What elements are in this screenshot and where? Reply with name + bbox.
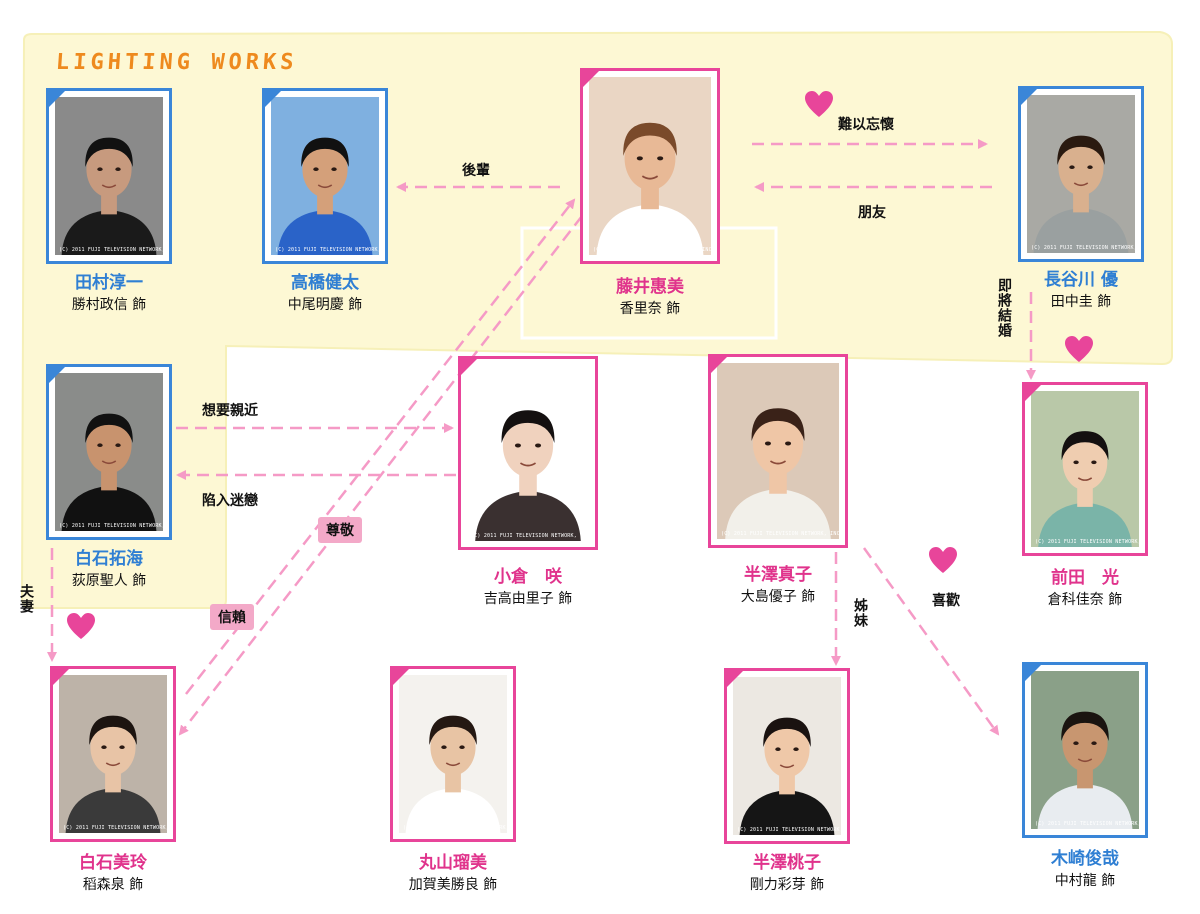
actor-name: 稻森泉 飾 (82, 877, 144, 893)
actor-name: 剛力彩芽 飾 (749, 877, 825, 893)
photo-credit: (C) 2011 FUJI TELEVISION NETWORK, INC. (1035, 539, 1148, 545)
character-name: 丸山瑠美 (419, 853, 487, 873)
character-name: 木崎俊哉 (1051, 849, 1119, 869)
heart-icon (805, 91, 833, 117)
photo-credit: (C) 2011 FUJI TELEVISION NETWORK, INC. (275, 247, 388, 253)
label-suki: 喜歡 (932, 593, 960, 609)
label-kekkon: 即將結婚 (996, 278, 1012, 338)
character-card-tamura: (C) 2011 FUJI TELEVISION NETWORK, INC. (46, 88, 172, 264)
corner-accent (265, 91, 281, 107)
photo-credit: (C) 2011 FUJI TELEVISION NETWORK, INC. (63, 825, 176, 831)
character-photo (55, 373, 163, 531)
corner-accent (583, 71, 599, 87)
character-name: 半澤桃子 (753, 853, 821, 873)
photo-credit: (C) 2011 FUJI TELEVISION NETWORK, INC. (403, 825, 516, 831)
actor-name: 大島優子 飾 (740, 589, 816, 605)
character-photo (1031, 671, 1139, 829)
corner-accent (393, 669, 409, 685)
corner-accent (1025, 385, 1041, 401)
actor-name: 田中圭 飾 (1050, 294, 1112, 310)
corner-accent (49, 91, 65, 107)
photo-credit: (C) 2011 FUJI TELEVISION NETWORK, INC. (737, 827, 850, 833)
photo-credit: (C) 2011 FUJI TELEVISION NETWORK, INC. (471, 533, 593, 539)
corner-accent (49, 367, 65, 383)
character-name: 前田 光 (1051, 568, 1119, 588)
photo-credit: (C) 2011 FUJI TELEVISION NETWORK, INC. (721, 531, 843, 537)
character-name: 高橋健太 (291, 273, 359, 293)
character-photo (467, 365, 589, 541)
character-card-fujii: (C) 2011 FUJI TELEVISION NETWORK, INC. (580, 68, 720, 264)
character-name: 半澤真子 (744, 565, 812, 585)
character-card-hasegawa: (C) 2011 FUJI TELEVISION NETWORK, INC. (1018, 86, 1144, 262)
character-card-shiraishi_t: (C) 2011 FUJI TELEVISION NETWORK, INC. (46, 364, 172, 540)
heart-icon (1065, 336, 1093, 362)
character-name: 白石美玲 (79, 853, 147, 873)
character-photo (399, 675, 507, 833)
photo-credit: (C) 2011 FUJI TELEVISION NETWORK, INC. (593, 247, 715, 253)
corner-accent (727, 671, 743, 687)
brand-logo: LIGHTING WORKS (55, 50, 299, 75)
arrow-suki (862, 547, 1000, 736)
character-card-maruyama: (C) 2011 FUJI TELEVISION NETWORK, INC. (390, 666, 516, 842)
arrow-shinrai (178, 215, 583, 736)
label-fuufu: 夫妻 (18, 584, 34, 614)
character-card-shiraishi_m: (C) 2011 FUJI TELEVISION NETWORK, INC. (50, 666, 176, 842)
character-card-takahashi: (C) 2011 FUJI TELEVISION NETWORK, INC. (262, 88, 388, 264)
character-name: 藤井惠美 (616, 277, 684, 297)
heart-icon (67, 613, 95, 639)
character-photo (1027, 95, 1135, 253)
actor-name: 荻原聖人 飾 (71, 573, 147, 589)
actor-name: 香里奈 飾 (619, 301, 681, 317)
photo-credit: (C) 2011 FUJI TELEVISION NETWORK, INC. (59, 247, 172, 253)
character-card-hanzawa_m: (C) 2011 FUJI TELEVISION NETWORK, INC. (708, 354, 848, 548)
label-chikazuku: 想要親近 (202, 403, 258, 419)
actor-name: 吉高由里子 飾 (483, 591, 573, 607)
character-name: 小倉 咲 (494, 567, 562, 587)
actor-name: 倉科佳奈 飾 (1047, 592, 1123, 608)
character-photo (1031, 391, 1139, 547)
corner-accent (461, 359, 477, 375)
corner-accent (1025, 665, 1041, 681)
character-card-hanzawa_k: (C) 2011 FUJI TELEVISION NETWORK, INC. (724, 668, 850, 844)
corner-accent (53, 669, 69, 685)
corner-accent (711, 357, 727, 373)
character-photo (717, 363, 839, 539)
label-kouhai: 後輩 (462, 163, 490, 179)
actor-name: 勝村政信 飾 (71, 297, 147, 313)
label-shimai: 姊妹 (852, 598, 868, 628)
label-nanika: 難以忘懷 (838, 117, 894, 133)
character-photo (589, 77, 711, 255)
character-name: 長谷川 優 (1044, 270, 1118, 290)
character-photo (271, 97, 379, 255)
label-tomodachi: 朋友 (858, 205, 886, 221)
character-name: 田村淳一 (75, 273, 143, 293)
character-photo (733, 677, 841, 835)
photo-credit: (C) 2011 FUJI TELEVISION NETWORK, INC. (59, 523, 172, 529)
character-photo (59, 675, 167, 833)
photo-credit: (C) 2011 FUJI TELEVISION NETWORK, INC. (1031, 245, 1144, 251)
actor-name: 中村龍 飾 (1054, 873, 1116, 889)
actor-name: 中尾明慶 飾 (287, 297, 363, 313)
character-card-kizaki: (C) 2011 FUJI TELEVISION NETWORK, INC. (1022, 662, 1148, 838)
label-shinrai: 信賴 (210, 604, 254, 630)
character-photo (55, 97, 163, 255)
label-koi: 陷入迷戀 (202, 493, 258, 509)
photo-credit: (C) 2011 FUJI TELEVISION NETWORK, INC. (1035, 821, 1148, 827)
character-card-maeda: (C) 2011 FUJI TELEVISION NETWORK, INC. (1022, 382, 1148, 556)
character-name: 白石拓海 (75, 549, 143, 569)
actor-name: 加賀美勝良 飾 (408, 877, 498, 893)
character-card-ogura: (C) 2011 FUJI TELEVISION NETWORK, INC. (458, 356, 598, 550)
corner-accent (1021, 89, 1037, 105)
label-sonkei: 尊敬 (318, 517, 362, 543)
heart-icon (929, 547, 957, 573)
